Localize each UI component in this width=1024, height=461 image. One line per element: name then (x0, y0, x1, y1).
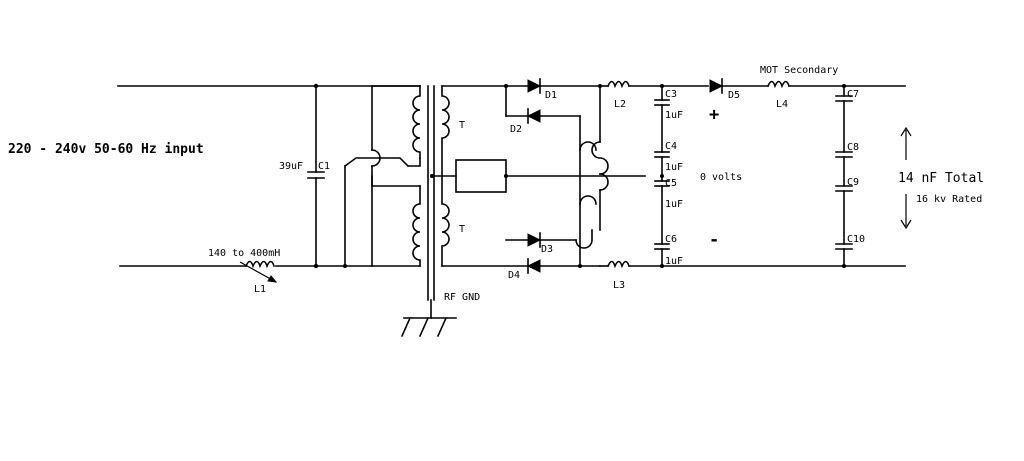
c8-label: C8 (847, 142, 859, 153)
l2-label: L2 (614, 99, 626, 110)
c3-value-label: 1uF (665, 110, 683, 121)
d4-label: D4 (508, 270, 520, 281)
d3-label: D3 (541, 244, 553, 255)
input-rails (117, 85, 421, 267)
minus-sign: - (709, 230, 719, 250)
inductor-l3 (599, 260, 906, 269)
d1-label: D1 (545, 90, 557, 101)
diode-d3 (505, 229, 593, 249)
l3-label: L3 (613, 280, 625, 291)
rf-gnd-label: RF GND (444, 292, 480, 303)
c5-value-label: 1uF (665, 199, 683, 210)
c1-value-label: 39uF (279, 161, 303, 172)
diode-d5 (709, 78, 769, 94)
capacitor-c1 (307, 83, 325, 269)
total-capacitance-label: 14 nF Total (898, 171, 984, 186)
diode-d1 (527, 78, 601, 94)
d2-label: D2 (510, 124, 522, 135)
c1-label: C1 (318, 161, 330, 172)
c3-label: C3 (665, 89, 677, 100)
c6-label: C6 (665, 234, 677, 245)
bridge-crossovers (579, 85, 609, 231)
voltage-rating-label: 16 kv Rated (916, 194, 982, 205)
rf-ground-symbol (400, 316, 457, 338)
input-label: 220 - 240v 50-60 Hz input (8, 142, 204, 157)
transformer-primary (343, 85, 421, 268)
capacitor-stack-c3-c6 (654, 84, 670, 268)
l4-label: L4 (776, 99, 788, 110)
c5-label: C5 (665, 178, 677, 189)
zero-volts-label: 0 volts (700, 172, 742, 183)
c6-value-label: 1uF (665, 256, 683, 267)
inductor-l1 (239, 260, 278, 283)
l1-value-label: 140 to 400mH (208, 248, 280, 259)
capacitor-stack-c7-c10 (835, 84, 853, 268)
t-upper-label: T (459, 120, 465, 131)
t-lower-label: T (459, 224, 465, 235)
c7-label: C7 (847, 89, 859, 100)
transformer-core (427, 85, 435, 319)
transformer-secondary (430, 85, 646, 267)
c10-label: C10 (847, 234, 865, 245)
c4-label: C4 (665, 141, 677, 152)
plus-sign: + (709, 105, 719, 125)
c9-label: C9 (847, 177, 859, 188)
d5-label: D5 (728, 90, 740, 101)
mot-secondary-label: MOT Secondary (760, 65, 838, 76)
l1-label: L1 (254, 284, 266, 295)
diode-d2 (504, 84, 581, 267)
diode-d4 (526, 258, 601, 274)
total-arrows (900, 126, 912, 230)
c4-value-label: 1uF (665, 162, 683, 173)
inductor-l2 (598, 80, 709, 89)
inductor-l4 (766, 80, 906, 89)
